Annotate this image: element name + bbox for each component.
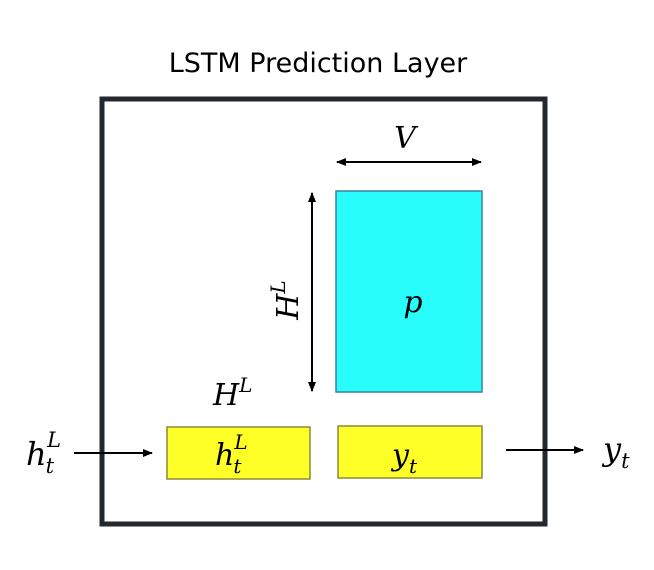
- diagram-title: LSTM Prediction Layer: [169, 48, 468, 79]
- hidden-dim-label: HL: [212, 373, 252, 413]
- hidden-vector-box: [166, 426, 311, 480]
- output-vector-box: [337, 425, 483, 479]
- p-rows-label: HL: [266, 280, 306, 320]
- p-cols-label: V: [394, 121, 419, 156]
- hidden-vector-label: htL: [215, 430, 248, 478]
- layer-frame: [99, 96, 548, 527]
- p-matrix: [335, 190, 483, 393]
- p-matrix-label: p: [403, 285, 422, 320]
- output-vector-label: yt: [390, 438, 418, 478]
- output-label: yt: [601, 430, 630, 473]
- input-label: htL: [26, 428, 61, 478]
